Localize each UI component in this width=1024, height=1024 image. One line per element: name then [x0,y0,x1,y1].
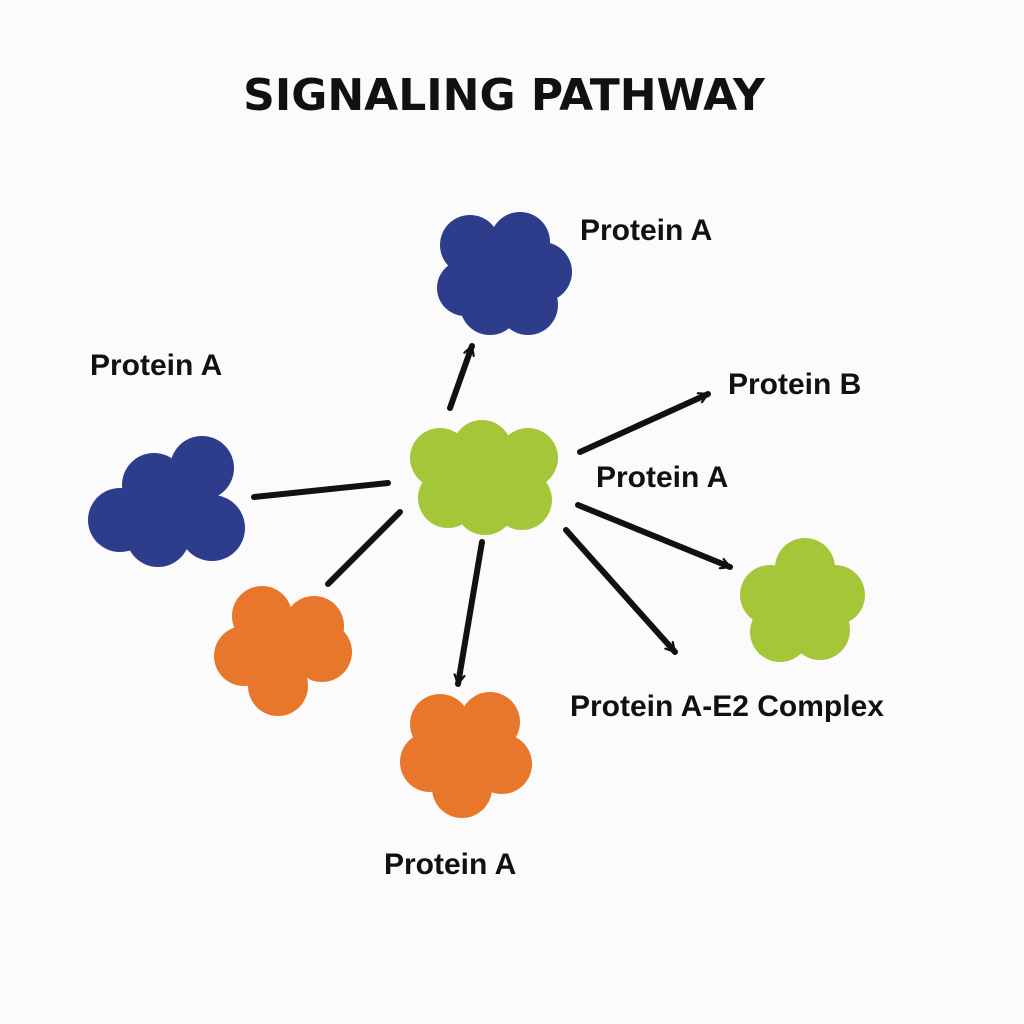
arrow-center-to-complex [563,527,678,655]
protein-node-bottom [400,692,532,818]
protein-node-center [410,420,558,535]
arrow-center-to-protein-b [577,391,711,455]
arrow-center-to-right-node [575,502,733,570]
protein-node-top [437,212,572,335]
label-protein-a-top: Protein A [580,214,712,247]
line-center-to-lower-left [325,509,403,587]
label-protein-b: Protein B [728,368,861,401]
arrow-center-to-top [447,343,475,411]
protein-node-lower-left [214,586,352,716]
label-protein-a-center: Protein A [596,461,728,494]
edges-group [251,343,733,687]
protein-node-left [88,436,245,567]
protein-node-right [740,538,865,662]
arrow-center-to-bottom [458,539,485,687]
label-protein-a-left: Protein A [90,349,222,382]
diagram-title: SIGNALING PATHWAY [243,70,766,121]
label-complex: Protein A-E2 Complex [570,690,884,723]
label-protein-a-bottom: Protein A [384,848,516,881]
line-center-to-left [251,480,391,500]
